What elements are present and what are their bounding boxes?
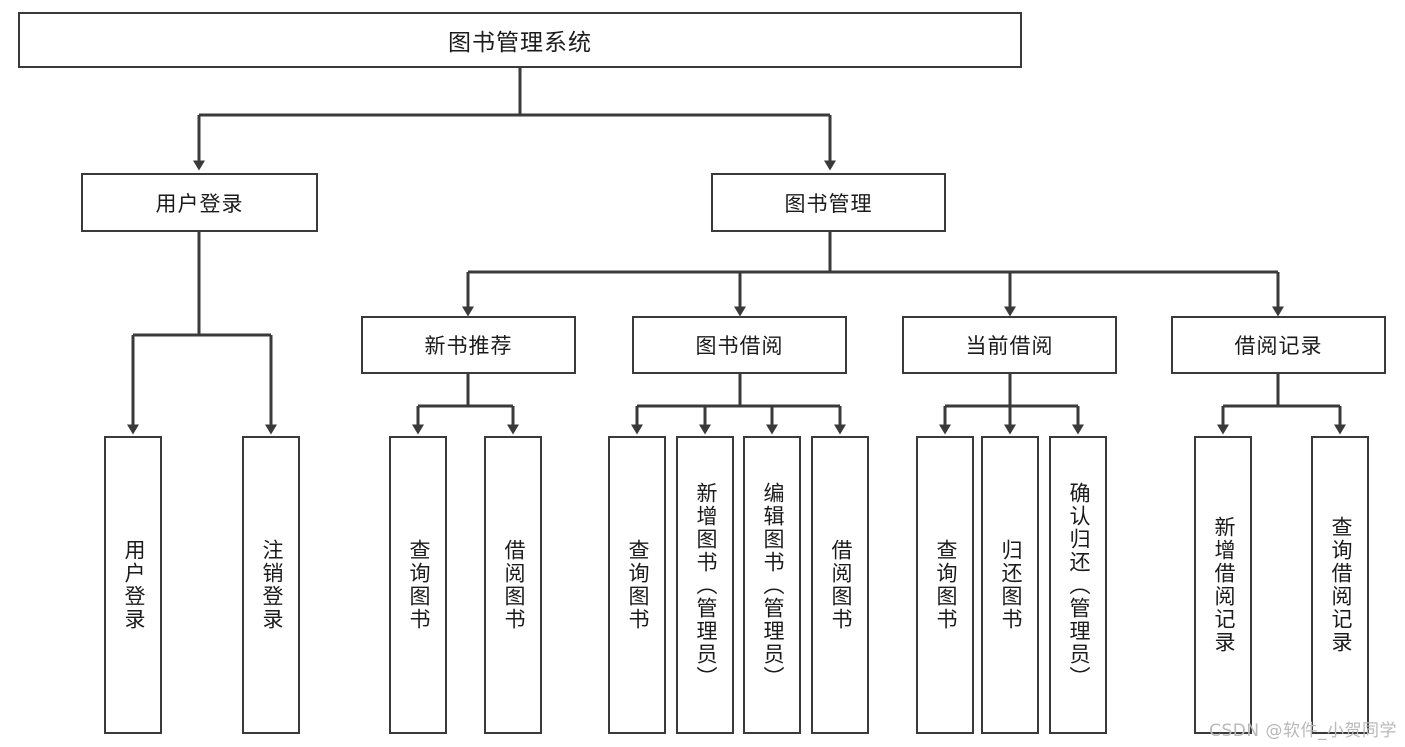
watermark: CSDN @软件_小贺同学 xyxy=(1209,721,1397,741)
leaf-query-book-current[interactable]: 查询图书 xyxy=(916,436,974,734)
leaf-query-borrow-record[interactable]: 查询借阅记录 xyxy=(1311,436,1369,734)
node-label: 借阅图书 xyxy=(828,539,853,631)
leaf-add-borrow-record[interactable]: 新增借阅记录 xyxy=(1194,436,1252,734)
node-book-borrow[interactable]: 图书借阅 xyxy=(632,316,847,374)
node-label: 新增图书（管理员） xyxy=(693,481,718,689)
node-new-book-recommend[interactable]: 新书推荐 xyxy=(361,316,576,374)
node-label: 用户登录 xyxy=(155,191,244,216)
leaf-edit-book-admin[interactable]: 编辑图书（管理员） xyxy=(743,436,801,734)
node-label: 借阅记录 xyxy=(1234,334,1323,358)
node-book-management[interactable]: 图书管理 xyxy=(711,173,946,232)
node-label: 图书管理 xyxy=(784,191,873,216)
node-label: 查询图书 xyxy=(625,539,650,631)
leaf-add-book-admin[interactable]: 新增图书（管理员） xyxy=(676,436,734,734)
leaf-user-login[interactable]: 用户登录 xyxy=(104,436,162,734)
leaf-borrow-book-new[interactable]: 借阅图书 xyxy=(484,436,542,734)
node-label: 确认归还（管理员） xyxy=(1066,481,1091,689)
node-label: 用户登录 xyxy=(121,539,146,631)
node-label: 查询图书 xyxy=(933,539,958,631)
node-label: 编辑图书（管理员） xyxy=(760,481,785,689)
node-label: 当前借阅 xyxy=(965,334,1054,358)
node-label: 借阅图书 xyxy=(501,539,526,631)
leaf-logout[interactable]: 注销登录 xyxy=(242,436,300,734)
node-label: 注销登录 xyxy=(259,539,284,631)
node-current-borrow[interactable]: 当前借阅 xyxy=(902,316,1117,374)
node-label: 新增借阅记录 xyxy=(1211,516,1236,654)
leaf-query-book-new[interactable]: 查询图书 xyxy=(389,436,447,734)
node-label: 查询借阅记录 xyxy=(1328,516,1353,654)
node-label: 查询图书 xyxy=(406,539,431,631)
node-label: 新书推荐 xyxy=(424,334,513,358)
node-root-system[interactable]: 图书管理系统 xyxy=(18,12,1022,68)
leaf-query-book-borrow[interactable]: 查询图书 xyxy=(608,436,666,734)
node-user-login[interactable]: 用户登录 xyxy=(81,173,318,232)
leaf-confirm-return-admin[interactable]: 确认归还（管理员） xyxy=(1049,436,1107,734)
node-label: 图书管理系统 xyxy=(448,30,592,56)
node-label: 图书借阅 xyxy=(695,334,784,358)
leaf-return-book[interactable]: 归还图书 xyxy=(981,436,1039,734)
node-label: 归还图书 xyxy=(998,539,1023,631)
leaf-borrow-book[interactable]: 借阅图书 xyxy=(811,436,869,734)
node-borrow-record[interactable]: 借阅记录 xyxy=(1171,316,1386,374)
